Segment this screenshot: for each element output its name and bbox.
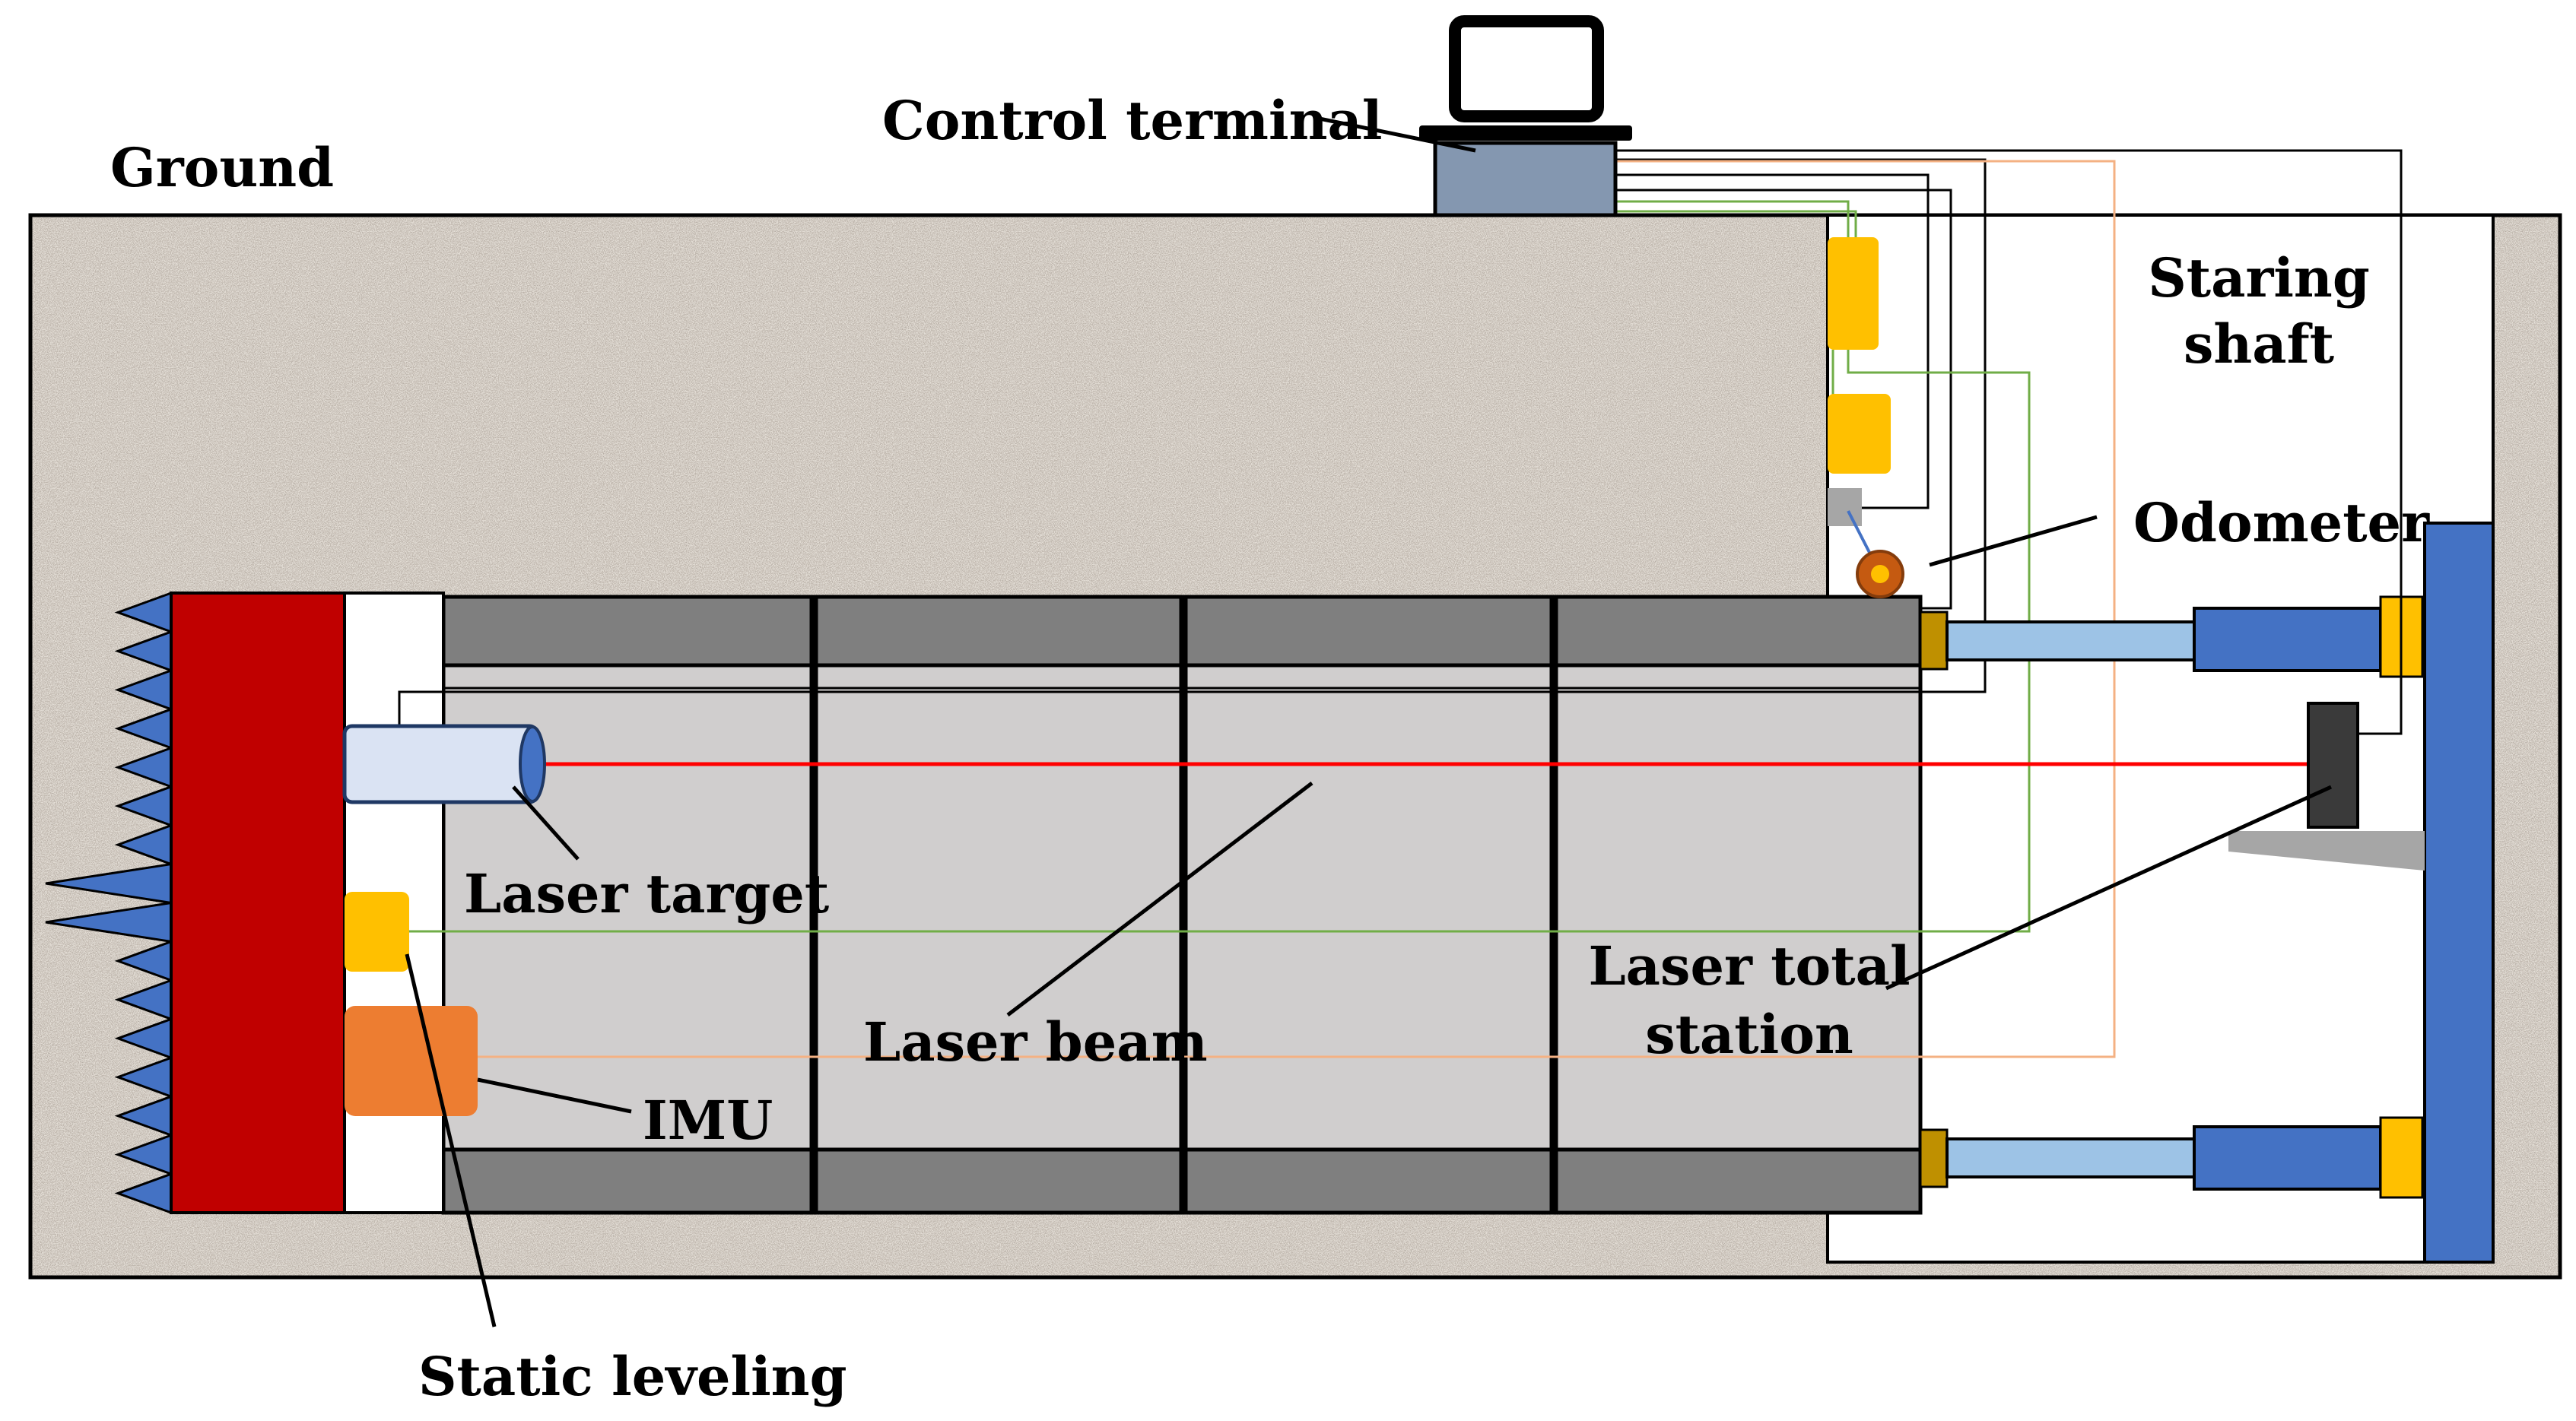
- total-station-bracket: [2228, 831, 2425, 871]
- jack-top-pad: [1919, 611, 1949, 671]
- cable-black-station: [1615, 149, 2403, 735]
- leader-static-leveling: [405, 953, 497, 1327]
- label-control-terminal: Control terminal: [882, 89, 1382, 152]
- label-laser-beam: Laser beam: [863, 1010, 1208, 1074]
- shaft-yellow-sensor-2: [1828, 394, 1891, 474]
- odometer-hub: [1871, 565, 1889, 583]
- cable-green-leveling: [407, 200, 2031, 933]
- cable-black-sensor: [1615, 173, 1930, 509]
- leader-imu: [477, 1077, 632, 1114]
- cable-green-shaft: [1615, 210, 1857, 239]
- shaft-gray-sensor: [1828, 488, 1862, 526]
- label-staring-shaft-2: shaft: [2184, 312, 2334, 376]
- cutter-head-body: [170, 592, 346, 1214]
- jack-bottom-rod: [1945, 1137, 2196, 1178]
- label-static-leveling: Static leveling: [418, 1345, 847, 1408]
- laptop-screen: [1449, 15, 1604, 122]
- control-terminal-box: [1433, 141, 1618, 217]
- cable-black-tool: [398, 158, 1987, 726]
- jack-bottom-pad: [1919, 1128, 1949, 1188]
- pipe-string: [441, 595, 1923, 1215]
- cable-orange-imu: [475, 160, 2116, 1058]
- label-laser-target: Laser target: [464, 862, 829, 925]
- imu-sensor: [345, 1006, 478, 1116]
- jack-bottom-cylinder: [2193, 1125, 2382, 1191]
- cable-black-pipe: [1615, 189, 1952, 610]
- leader-laser-total-station: [1885, 785, 2333, 991]
- label-ground: Ground: [110, 136, 334, 199]
- label-laser-total-station-1: Laser total: [1588, 934, 1910, 998]
- leader-control-terminal: [1315, 116, 1476, 153]
- laser-total-station: [2307, 702, 2359, 829]
- laptop-icon: [1419, 15, 1632, 141]
- leader-odometer: [1929, 515, 2098, 567]
- leader-lines: [405, 116, 2333, 1327]
- laser-target: [342, 724, 546, 804]
- jack-bottom: [1919, 1116, 2424, 1199]
- jack-top-cylinder: [2193, 607, 2382, 672]
- label-laser-total-station-2: station: [1645, 1003, 1853, 1066]
- leader-laser-beam: [1006, 782, 1313, 1017]
- label-staring-shaft-1: Staring: [2148, 246, 2370, 309]
- label-imu: IMU: [643, 1089, 773, 1152]
- reaction-wall: [2423, 522, 2495, 1264]
- laser-target-lens: [519, 725, 546, 803]
- wires: [398, 149, 2403, 1058]
- label-odometer: Odometer: [2133, 491, 2430, 554]
- cutter-teeth: [45, 591, 175, 1215]
- shaft-yellow-sensor-1: [1828, 237, 1879, 350]
- jack-top-rod: [1945, 620, 2196, 661]
- laptop-base: [1419, 125, 1632, 141]
- jack-bottom-mount: [2379, 1116, 2424, 1199]
- jack-top: [1919, 595, 2424, 678]
- soil-outline: [28, 213, 2562, 1280]
- laser-target-body: [342, 724, 539, 804]
- leader-laser-target: [512, 785, 580, 861]
- static-leveling-sensor: [345, 892, 409, 972]
